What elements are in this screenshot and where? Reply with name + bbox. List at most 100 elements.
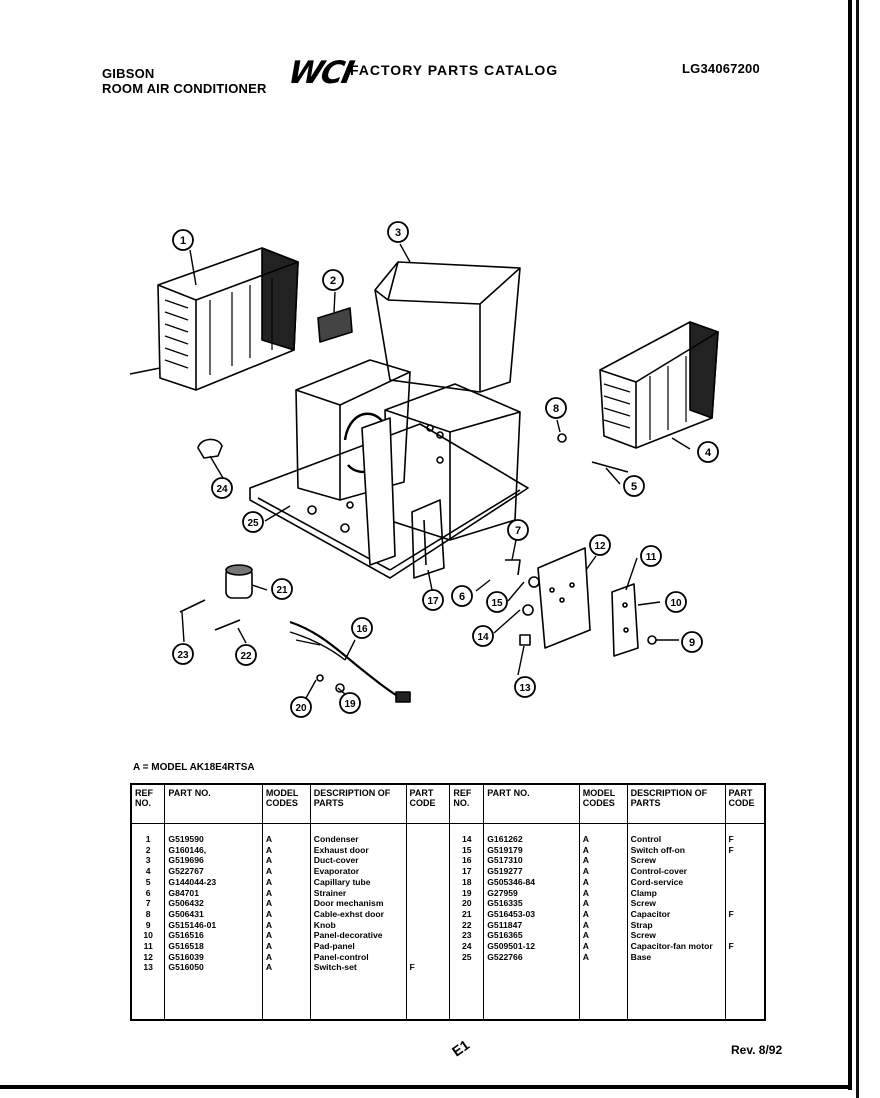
cell-part: G161262 — [483, 823, 580, 845]
callout-label: 14 — [477, 632, 489, 643]
callout-label: 25 — [247, 518, 259, 529]
callout-label: 3 — [395, 227, 401, 239]
cell-code: F — [405, 962, 451, 974]
cell-code — [405, 844, 451, 856]
cell-ref: 11 — [130, 941, 166, 952]
cell-code — [405, 930, 451, 942]
cell-part: G509501-12 — [483, 941, 580, 952]
callout-15: 15 — [486, 591, 508, 613]
cell-code — [405, 941, 451, 952]
cell-ref: 25 — [449, 951, 485, 963]
cell-desc: Switch-set — [309, 962, 407, 974]
callout-label: 4 — [705, 447, 712, 459]
callout-layer: 1234567891011121314151617182021222324251… — [172, 221, 719, 718]
cell-ref: 14 — [449, 823, 485, 845]
cell-empty — [724, 973, 766, 1020]
cell-empty — [483, 973, 580, 1020]
cell-ref: 15 — [449, 844, 485, 856]
callout-label: 1 — [180, 235, 186, 247]
cell-desc: Capillary tube — [309, 876, 407, 888]
cell-model: A — [578, 898, 628, 909]
service-cord-drawing — [179, 599, 411, 703]
cell-ref: 13 — [130, 962, 166, 974]
cell-model: A — [261, 962, 311, 974]
cell-desc: Control — [626, 823, 726, 845]
cell-ref: 19 — [449, 887, 485, 899]
cell-code — [405, 823, 451, 845]
header-model-codes: MODEL CODES — [261, 783, 311, 824]
callout-label: 16 — [356, 624, 368, 635]
cell-part: G144044-23 — [164, 876, 263, 888]
cell-desc: Strap — [626, 919, 726, 931]
cell-model: A — [261, 908, 311, 920]
cell-empty — [130, 973, 166, 1020]
cell-code — [724, 876, 766, 888]
cell-ref: 7 — [130, 898, 166, 909]
cell-desc: Screw — [626, 898, 726, 909]
cell-ref: 16 — [449, 855, 485, 867]
callout-13: 13 — [514, 676, 536, 698]
callout-2: 2 — [322, 269, 344, 291]
cell-desc: Panel-control — [309, 951, 407, 963]
cell-part: G511847 — [483, 919, 580, 931]
cell-part: G519696 — [164, 855, 263, 867]
callout-label: 23 — [177, 650, 189, 661]
callout-22: 22 — [235, 644, 257, 666]
callout-label: 17 — [427, 596, 439, 607]
cell-desc: Switch off-on — [626, 844, 726, 856]
callout-label: 20 — [295, 703, 307, 714]
cell-desc: Capacitor — [626, 908, 726, 920]
header-part-no-2: PART NO. — [483, 783, 580, 824]
callout-7: 7 — [507, 519, 529, 541]
callout-label: 8 — [553, 403, 559, 415]
cell-part: G516516 — [164, 930, 263, 942]
cell-code: F — [724, 844, 766, 856]
callout-6: 6 — [451, 585, 473, 607]
cell-code — [724, 898, 766, 909]
callout-19: 19 — [339, 692, 361, 714]
base-and-blower-drawing — [249, 359, 529, 579]
cell-ref: 8 — [130, 908, 166, 920]
cell-model: A — [578, 919, 628, 931]
cell-model — [578, 962, 628, 974]
header-description: DESCRIPTION OF PARTS — [309, 783, 407, 824]
callout-label: 18 — [330, 686, 342, 697]
scan-bottom-line — [0, 1085, 852, 1089]
cell-part: G522767 — [164, 866, 263, 877]
callout-12: 12 — [589, 534, 611, 556]
cell-model: A — [578, 908, 628, 920]
callout-label: 11 — [646, 552, 657, 563]
header-part-code-2: PART CODE — [724, 783, 766, 824]
cell-model: A — [261, 898, 311, 909]
cell-ref: 1 — [130, 823, 166, 845]
table-filler-row — [130, 973, 766, 1020]
cell-empty — [626, 973, 726, 1020]
cell-ref: 21 — [449, 908, 485, 920]
cell-code — [405, 855, 451, 867]
cell-ref: 12 — [130, 951, 166, 963]
cell-code — [724, 887, 766, 899]
catalog-number: LG34067200 — [682, 61, 760, 76]
cell-ref: 23 — [449, 930, 485, 942]
cell-model: A — [578, 876, 628, 888]
cell-ref: 3 — [130, 855, 166, 867]
callout-16: 16 — [351, 617, 373, 639]
header-model-codes-2: MODEL CODES — [578, 783, 628, 824]
callout-5: 5 — [623, 475, 645, 497]
header-part-no: PART NO. — [164, 783, 263, 824]
cell-model: A — [261, 919, 311, 931]
cell-desc: Exhaust door — [309, 844, 407, 856]
brand-name: GIBSON — [102, 66, 155, 81]
scan-edge-line-outer — [856, 0, 859, 1098]
cell-part: G516050 — [164, 962, 263, 974]
cell-desc: Pad-panel — [309, 941, 407, 952]
cell-code — [724, 919, 766, 931]
cell-code — [405, 919, 451, 931]
cell-model: A — [261, 941, 311, 952]
